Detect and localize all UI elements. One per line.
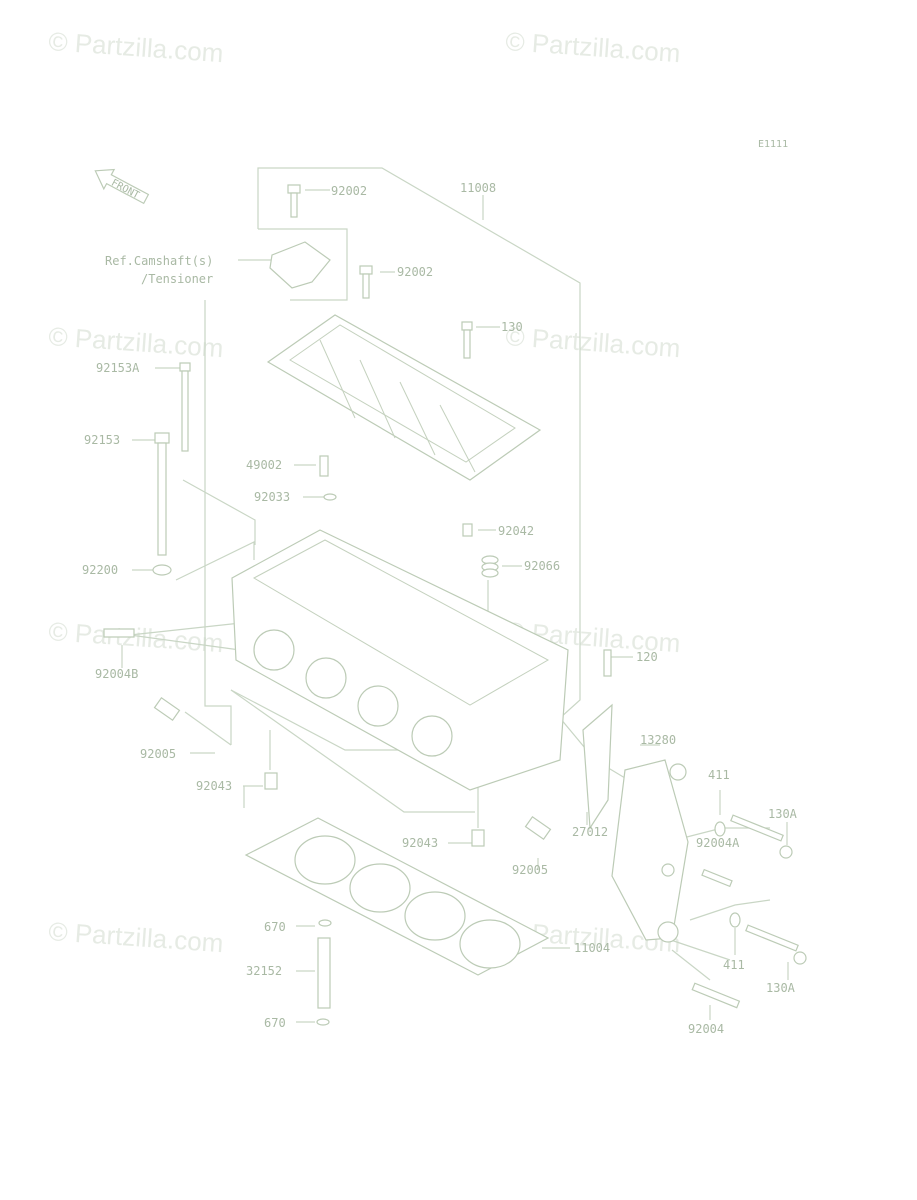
part-label: 11004 xyxy=(574,941,610,955)
part-label: 120 xyxy=(636,650,658,664)
head-gasket xyxy=(244,817,550,976)
part-label: 92004A xyxy=(696,836,740,850)
cylinder-head xyxy=(231,529,569,791)
camshaft-cap xyxy=(266,314,542,481)
washer-icon xyxy=(152,564,172,576)
o-ring-icon xyxy=(318,919,332,927)
part-label: 92002 xyxy=(397,265,433,279)
cylinder-port-icon xyxy=(253,629,295,671)
plug-icon xyxy=(153,696,181,722)
part-label: 92004 xyxy=(688,1022,724,1036)
part-label: 92005 xyxy=(512,863,548,877)
front-arrow-icon: FRONT xyxy=(94,168,150,205)
long-bolt-icon xyxy=(179,362,191,452)
watermark: © Partzilla.com xyxy=(505,26,682,68)
valve-lifter-icon xyxy=(319,455,329,477)
cylinder-port-icon xyxy=(305,657,347,699)
o-ring-icon xyxy=(316,1018,330,1026)
part-label: 411 xyxy=(723,958,745,972)
dowel-pin-icon xyxy=(264,772,278,790)
washer-icon xyxy=(729,912,741,928)
pipe-icon xyxy=(317,937,331,1009)
part-label: 411 xyxy=(708,768,730,782)
stud-icon xyxy=(691,982,741,1009)
watermarks: © Partzilla.com © Partzilla.com © Partzi… xyxy=(48,26,682,958)
part-label: 130A xyxy=(768,807,798,821)
bolt-icon xyxy=(745,924,807,965)
front-label: FRONT xyxy=(109,178,141,202)
watermark: © Partzilla.com xyxy=(505,321,682,363)
clip-icon xyxy=(323,493,337,501)
bolt-icon xyxy=(603,649,612,677)
watermark: © Partzilla.com xyxy=(48,616,225,658)
bolt-icon xyxy=(730,814,793,859)
stud-icon xyxy=(701,868,733,888)
part-label: 32152 xyxy=(246,964,282,978)
part-label: 92066 xyxy=(524,559,560,573)
part-label: 11008 xyxy=(460,181,496,195)
watermark: © Partzilla.com xyxy=(48,916,225,958)
cylinder-port-icon xyxy=(357,685,399,727)
part-label: 130 xyxy=(501,320,523,334)
part-label: 130A xyxy=(766,981,796,995)
part-label: 670 xyxy=(264,1016,286,1030)
diagram-code: E1111 xyxy=(758,139,788,150)
bolt-icon xyxy=(287,184,301,218)
camshaft-tensioner-ref xyxy=(269,241,331,289)
plug-icon xyxy=(524,815,552,841)
reference-note-line: Ref.Camshaft(s) xyxy=(105,254,213,268)
bolt-icon xyxy=(461,321,473,359)
part-label: 13280 xyxy=(640,733,676,747)
long-bolt-icon xyxy=(154,432,170,556)
part-labels: 92002 11008 92002 130 92153A 92153 49002… xyxy=(82,181,798,1036)
part-label: 92042 xyxy=(498,524,534,538)
part-label: 92033 xyxy=(254,490,290,504)
leader-lines xyxy=(121,167,789,1023)
washer-icon xyxy=(714,821,726,837)
part-label: 92002 xyxy=(331,184,367,198)
part-label: 670 xyxy=(264,920,286,934)
reference-note-line: /Tensioner xyxy=(141,272,213,286)
part-label: 92004B xyxy=(95,667,138,681)
cylinder-port-icon xyxy=(411,715,453,757)
part-label: 92043 xyxy=(196,779,232,793)
dowel-pin-icon xyxy=(471,829,485,847)
part-label: 92200 xyxy=(82,563,118,577)
watermark: © Partzilla.com xyxy=(48,26,225,68)
part-label: 49002 xyxy=(246,458,282,472)
seal-icon xyxy=(481,555,499,578)
part-label: 92153 xyxy=(84,433,120,447)
part-label: 92043 xyxy=(402,836,438,850)
part-label: 27012 xyxy=(572,825,608,839)
part-label: 92153A xyxy=(96,361,140,375)
bracket xyxy=(582,703,613,830)
stud-icon xyxy=(103,628,135,638)
bolt-icon xyxy=(359,265,373,299)
reference-note: Ref.Camshaft(s) /Tensioner xyxy=(105,254,213,286)
engine-bracket xyxy=(611,759,689,943)
watermark: © Partzilla.com xyxy=(48,321,225,363)
part-label: 92005 xyxy=(140,747,176,761)
dowel-pin-icon xyxy=(462,523,473,537)
